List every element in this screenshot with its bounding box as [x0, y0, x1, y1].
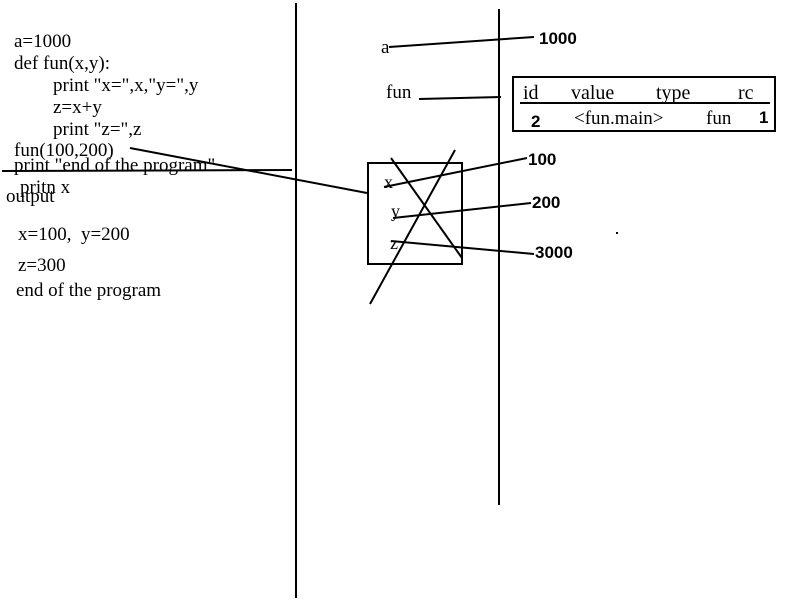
heap-value-200: 200 — [532, 193, 561, 212]
local-frame-box — [367, 162, 463, 265]
table-cell-id: 2 — [531, 112, 541, 131]
global-var-fun: fun — [386, 82, 412, 103]
output-line-end: end of the program — [16, 280, 162, 301]
code-line-pritn-x: pritn x — [20, 177, 71, 198]
code-line-call-fun: fun(100,200) — [14, 140, 114, 161]
table-header-id: id — [523, 82, 539, 104]
call-arrow-to-frame — [129, 147, 368, 194]
pointer-x-to-100 — [383, 157, 528, 188]
output-line-z: z=300 — [18, 255, 66, 276]
code-line-assign-a: a=1000 — [14, 31, 72, 52]
heap-value-3000: 3000 — [535, 243, 573, 262]
table-cell-value: <fun.main> — [574, 108, 664, 129]
table-header-type: type — [656, 82, 691, 104]
table-header-rule — [520, 102, 770, 104]
frame-cross-line-1 — [390, 157, 463, 259]
global-var-a: a — [381, 37, 390, 58]
code-line-def-fun: def fun(x,y): — [14, 53, 111, 74]
function-object-table: id value type rc 2 <fun.main> fun 1 — [512, 76, 776, 132]
pointer-fun-to-object — [418, 96, 502, 100]
local-var-y: y — [391, 201, 400, 221]
local-var-x: x — [384, 172, 393, 192]
code-line-print-xy: print "x=",x,"y=",y — [53, 75, 199, 96]
stray-dot — [616, 232, 618, 234]
pointer-a-to-1000 — [388, 36, 535, 48]
table-cell-type: fun — [706, 108, 732, 129]
table-header-value: value — [571, 82, 615, 104]
code-line-print-z: print "z=",z — [53, 119, 142, 140]
output-heading: output — [6, 186, 55, 207]
pointer-z-to-3000 — [390, 240, 535, 255]
pointer-y-to-200 — [392, 202, 532, 219]
table-header-rc: rc — [738, 82, 754, 104]
code-line-assign-z: z=x+y — [53, 97, 102, 118]
heap-value-1000: 1000 — [539, 29, 577, 48]
output-line-xy: x=100, y=200 — [18, 224, 130, 245]
table-cell-rc: 1 — [759, 108, 769, 127]
local-var-z: z — [390, 233, 398, 253]
frame-cross-line-2 — [369, 149, 456, 305]
heap-value-100: 100 — [528, 150, 557, 169]
